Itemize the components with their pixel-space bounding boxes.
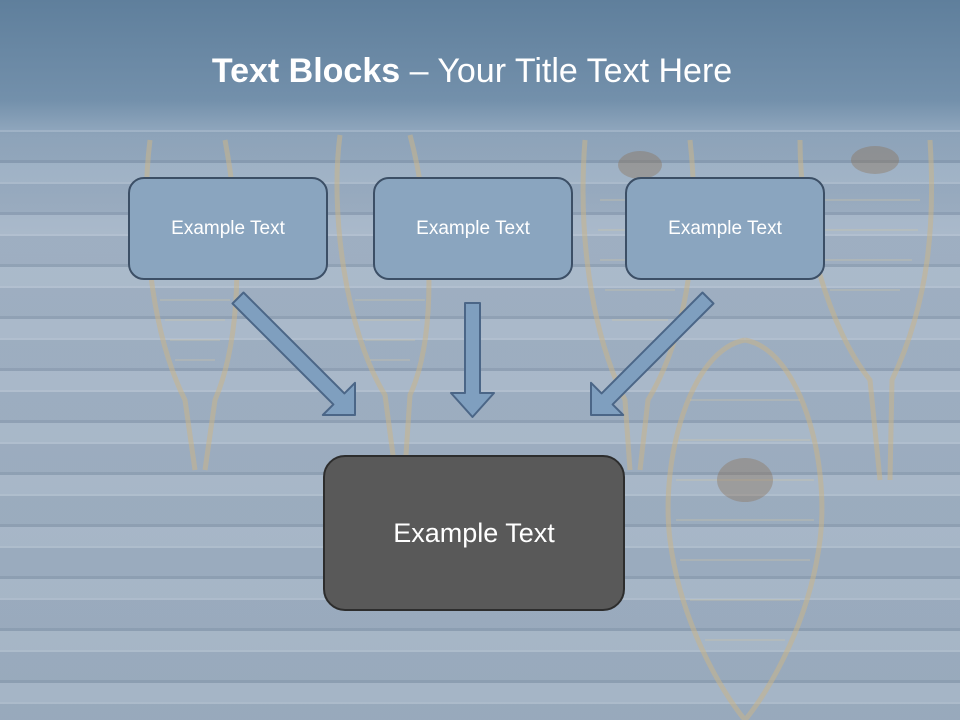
text-block-top-right[interactable]: Example Text — [625, 177, 825, 280]
arrow-left-diagonal — [231, 291, 356, 416]
text-block-top-middle[interactable]: Example Text — [373, 177, 573, 280]
text-block-label: Example Text — [416, 217, 530, 239]
arrow-middle-down — [450, 302, 495, 418]
text-block-bottom[interactable]: Example Text — [323, 455, 625, 611]
title-dash: – — [400, 52, 438, 90]
text-block-top-left[interactable]: Example Text — [128, 177, 328, 280]
title-bold-part: Text Blocks — [211, 52, 401, 90]
text-block-label: Example Text — [171, 217, 285, 239]
title-rest: Your Title Text Here — [437, 52, 733, 90]
text-block-label: Example Text — [393, 517, 555, 548]
slide-title: Text Blocks – Your Title Text Here — [0, 52, 944, 91]
text-block-label: Example Text — [668, 217, 782, 239]
arrow-right-diagonal — [590, 291, 715, 416]
